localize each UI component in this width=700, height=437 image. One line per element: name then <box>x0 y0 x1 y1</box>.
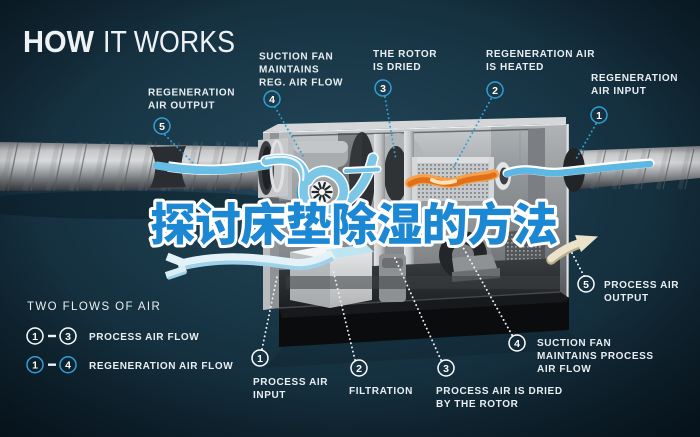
svg-text:5: 5 <box>583 279 589 291</box>
svg-text:TWO FLOWS OF AIR: TWO FLOWS OF AIR <box>27 301 161 313</box>
svg-text:PROCESS AIR FLOW: PROCESS AIR FLOW <box>89 332 199 343</box>
svg-text:3: 3 <box>380 83 386 95</box>
svg-text:1: 1 <box>32 360 38 372</box>
svg-text:FILTRATION: FILTRATION <box>349 386 413 397</box>
svg-text:1: 1 <box>596 110 602 122</box>
svg-text:3: 3 <box>65 331 71 343</box>
svg-text:4: 4 <box>65 360 71 372</box>
svg-text:1: 1 <box>32 331 38 343</box>
svg-text:4: 4 <box>514 338 520 350</box>
svg-text:4: 4 <box>269 94 275 106</box>
svg-text:2: 2 <box>356 363 362 375</box>
svg-text:3: 3 <box>443 363 449 375</box>
svg-text:IT WORKS: IT WORKS <box>103 24 235 59</box>
svg-text:1: 1 <box>257 353 263 365</box>
svg-text:HOW: HOW <box>23 24 95 59</box>
svg-text:5: 5 <box>159 121 165 133</box>
svg-text:2: 2 <box>492 85 498 97</box>
svg-text:REGENERATION AIR FLOW: REGENERATION AIR FLOW <box>89 361 233 372</box>
